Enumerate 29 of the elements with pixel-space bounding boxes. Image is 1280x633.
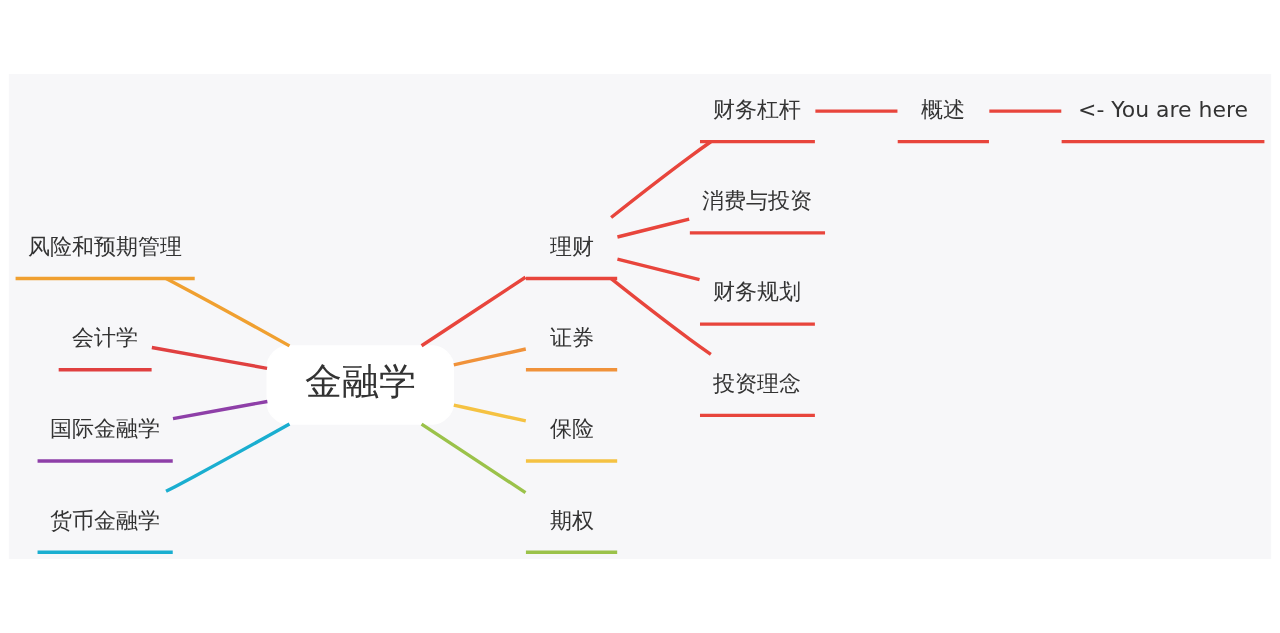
node-text: 货币金融学 xyxy=(50,507,161,533)
connector xyxy=(420,275,527,348)
node-text: 会计学 xyxy=(72,325,139,351)
node-text: 风险和预期管理 xyxy=(28,233,183,259)
connector xyxy=(165,277,291,348)
node-text: 财务规划 xyxy=(713,279,802,305)
node-box: 金融学 xyxy=(266,345,455,425)
node-text: 理财 xyxy=(549,233,594,259)
connector xyxy=(453,347,527,367)
connector xyxy=(989,109,1062,113)
connector xyxy=(617,257,700,282)
node-text: 投资理念 xyxy=(713,370,802,396)
node-text: 财务杠杆 xyxy=(713,96,802,122)
node-text: 保险 xyxy=(549,416,594,442)
connector xyxy=(420,422,527,494)
node-text: 期权 xyxy=(549,507,594,533)
connector xyxy=(172,399,268,421)
node-text: 概述 xyxy=(921,96,966,122)
connector xyxy=(617,217,690,239)
connector xyxy=(453,403,527,423)
node-text: <- You are here xyxy=(1077,96,1249,122)
node-text: 证券 xyxy=(549,325,594,351)
connector xyxy=(610,140,712,219)
connector xyxy=(610,277,712,356)
node-text: 国际金融学 xyxy=(50,416,161,442)
node-text: 消费与投资 xyxy=(702,188,813,214)
connector xyxy=(815,109,898,113)
connector xyxy=(165,422,291,493)
connector xyxy=(151,345,268,370)
